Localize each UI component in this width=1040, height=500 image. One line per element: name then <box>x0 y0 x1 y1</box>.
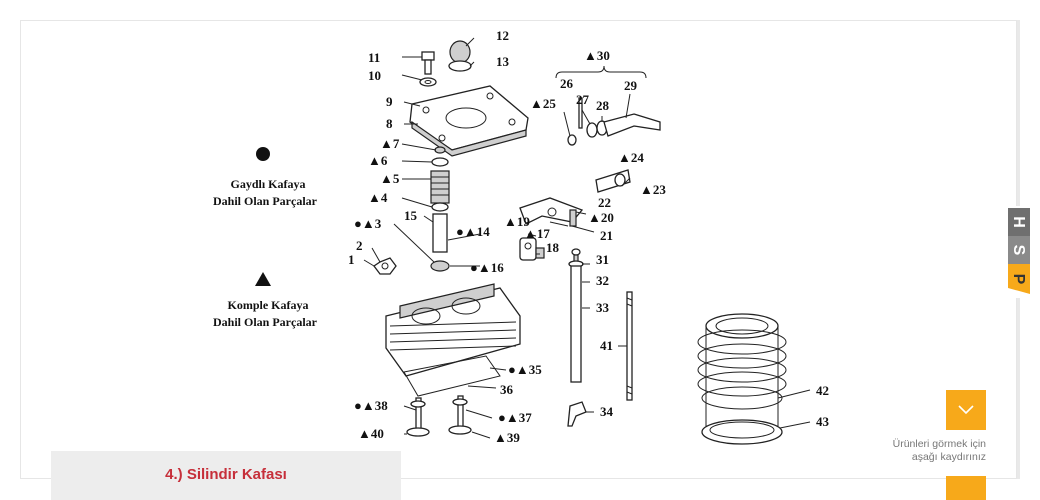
gear-part <box>448 40 472 72</box>
exploded-parts-diagram: .ln { stroke:#222; stroke-width:1; fill:… <box>190 26 850 450</box>
part-label-7: ▲7 <box>380 136 400 151</box>
section-caption: 4.) Silindir Kafası <box>51 451 401 500</box>
part-label-10: 10 <box>368 68 381 83</box>
part-label-34: 34 <box>600 404 614 419</box>
scroll-down-button[interactable] <box>946 390 986 430</box>
part-label-16: ●▲16 <box>470 260 504 275</box>
part-label-31: 31 <box>596 252 609 267</box>
part-label-37: ●▲37 <box>498 410 532 425</box>
part-label-1: 1 <box>348 252 355 267</box>
part-label-24: ▲24 <box>618 150 644 165</box>
caption-title: 4.) Silindir Kafası <box>165 466 287 483</box>
hsp-logo-icon: H S P <box>1006 206 1034 298</box>
part-label-23: ▲23 <box>640 182 666 197</box>
part-label-3: ●▲3 <box>354 216 382 231</box>
part-label-8: 8 <box>386 116 393 131</box>
brand-logo[interactable]: H S P <box>1006 206 1034 298</box>
rocker-arm-part <box>519 197 584 261</box>
part-label-33: 33 <box>596 300 610 315</box>
part-label-42: 42 <box>816 383 829 398</box>
part-label-6: ▲6 <box>368 153 388 168</box>
part-label-13: 13 <box>496 54 510 69</box>
part-label-38: ●▲38 <box>354 398 388 413</box>
part-label-9: 9 <box>386 94 393 109</box>
cylinder-head-part <box>385 283 521 397</box>
parts-drawing: .ln { stroke:#222; stroke-width:1; fill:… <box>213 28 830 445</box>
valves-part <box>406 395 472 437</box>
legend-triangle-line1: Komple Kafaya <box>228 298 309 312</box>
part-label-4: ▲4 <box>368 190 388 205</box>
part-label-15: 15 <box>404 208 418 223</box>
camshaft-part <box>555 65 661 146</box>
brand-letter-p: P <box>1010 274 1027 285</box>
valve-cover-part <box>409 85 529 157</box>
push-rod-part <box>567 248 587 427</box>
scroll-hint: Ürünleri görmek için aşağı kaydırınız <box>850 438 986 464</box>
part-label-39: ▲39 <box>494 430 520 445</box>
part-label-28: 28 <box>596 98 610 113</box>
part-label-30: ▲30 <box>584 48 610 63</box>
cylinder-barrel-part <box>697 313 787 445</box>
legend-circle-line1: Gaydlı Kafaya <box>230 177 305 191</box>
nut-part <box>373 257 397 275</box>
part-label-41: 41 <box>600 338 613 353</box>
scroll-hint-line2: aşağı kaydırınız <box>911 451 986 463</box>
part-label-11: 11 <box>368 50 380 65</box>
part-label-40: ▲40 <box>358 426 384 441</box>
part-label-36: 36 <box>500 382 514 397</box>
part-label-20: ▲20 <box>588 210 614 225</box>
part-label-5: ▲5 <box>380 171 400 186</box>
part-label-43: 43 <box>816 414 830 429</box>
part-label-2: 2 <box>356 238 363 253</box>
part-label-29: 29 <box>624 78 638 93</box>
chevron-down-icon <box>958 405 974 415</box>
legend-triangle-line2: Dahil Olan Parçalar <box>213 315 318 329</box>
bolt-part <box>419 51 437 87</box>
part-label-26: 26 <box>560 76 574 91</box>
product-frame <box>20 20 1017 479</box>
part-label-12: 12 <box>496 28 509 43</box>
legend-circle-icon <box>256 147 270 161</box>
part-label-19: ▲19 <box>504 214 530 229</box>
brand-letter-h: H <box>1010 216 1027 228</box>
scroll-hint-line1: Ürünleri görmek için <box>892 438 986 450</box>
part-label-35: ●▲35 <box>508 362 542 377</box>
part-label-21: 21 <box>600 228 613 243</box>
legend-circle-line2: Dahil Olan Parçalar <box>213 194 318 208</box>
valve-spring-stack <box>430 146 450 272</box>
part-label-22: 22 <box>598 195 611 210</box>
leader-lines <box>363 37 811 439</box>
part-label-18: 18 <box>546 240 560 255</box>
part-label-14: ●▲14 <box>456 224 490 239</box>
brand-letter-s: S <box>1010 245 1027 256</box>
rocker-shaft-part <box>595 169 631 193</box>
part-label-32: 32 <box>596 273 609 288</box>
legend-triangle-icon <box>255 272 271 286</box>
part-label-25: ▲25 <box>530 96 556 111</box>
part-label-17: ▲17 <box>524 226 550 241</box>
orange-tab-button[interactable] <box>946 476 986 500</box>
part-label-27: 27 <box>576 92 590 107</box>
stud-part <box>626 291 633 401</box>
